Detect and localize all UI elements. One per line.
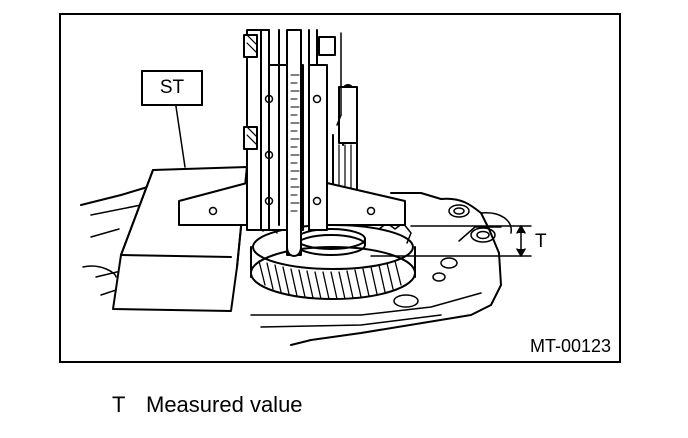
t-dimension-marker <box>370 225 532 257</box>
transmission-illustration <box>80 29 532 346</box>
depth-gauge <box>243 29 342 257</box>
gear <box>250 222 416 300</box>
legend-symbol: T <box>112 392 126 417</box>
tool-label-st: ST <box>141 70 203 106</box>
figure-frame: ST T MT-00123 <box>59 13 621 363</box>
case-bolt-holes <box>393 204 496 308</box>
gauge-base-bar <box>178 182 406 226</box>
legend: T Measured value <box>112 392 303 418</box>
legend-description: Measured value <box>146 392 303 417</box>
dimension-label-t: T <box>535 231 547 252</box>
figure-code: MT-00123 <box>529 336 611 356</box>
shaft <box>296 84 366 256</box>
